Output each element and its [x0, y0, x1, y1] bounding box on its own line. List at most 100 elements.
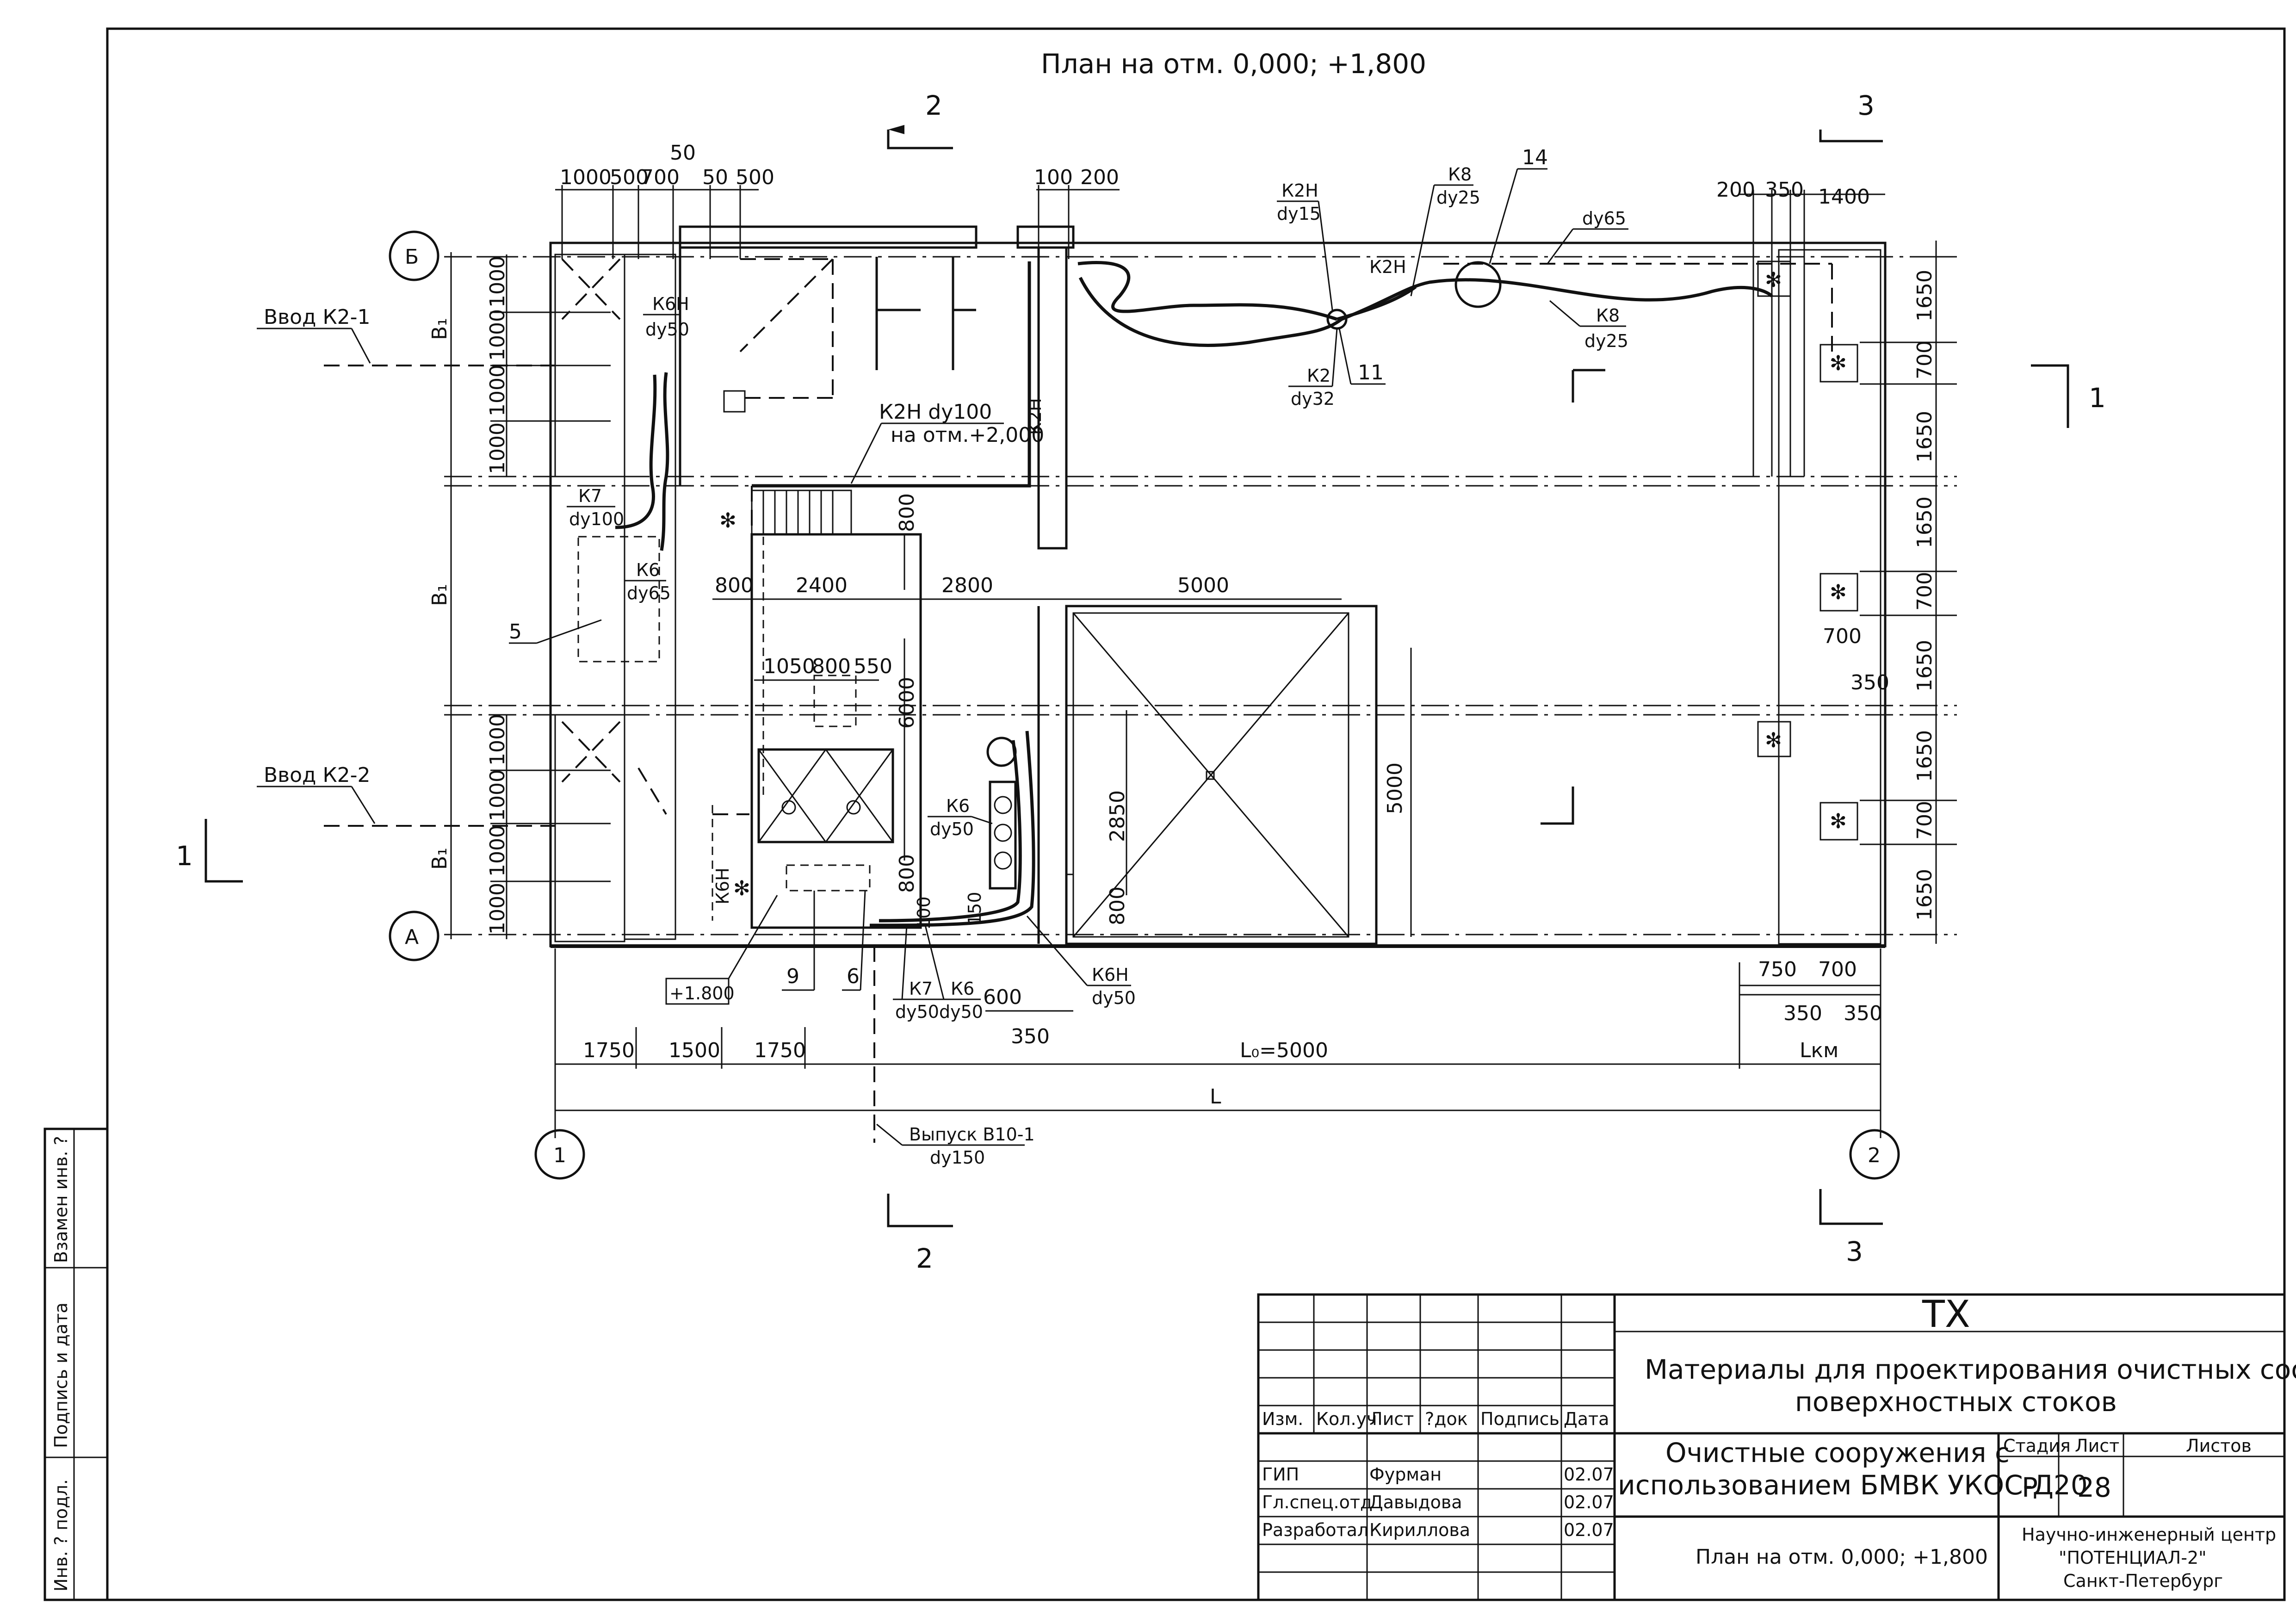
dim-l: L	[1210, 1085, 1221, 1109]
stair-and-pump-room	[712, 489, 922, 929]
label-k8-right: К8	[1596, 305, 1620, 326]
dim-left-b-2: 1000	[486, 309, 509, 361]
label-k2n-mid: К2Н	[1369, 257, 1406, 277]
pipework	[324, 261, 1833, 1143]
grid-label-row-a: А	[405, 925, 419, 949]
dim-l0: L₀=5000	[1240, 1039, 1328, 1062]
tb-org-line2: "ПОТЕНЦИАЛ-2"	[2059, 1548, 2207, 1568]
dim-800c: 800	[812, 655, 851, 678]
dim-1750a: 1750	[583, 1039, 635, 1062]
tb-name-razrab: Кириллова	[1369, 1520, 1470, 1540]
dim-6000: 6000	[895, 677, 919, 729]
dim-top-200: 200	[1080, 166, 1119, 189]
equipment	[986, 261, 1502, 890]
dim-5000a: 5000	[1177, 574, 1229, 597]
label-dy25-right: dy25	[1584, 331, 1628, 351]
dim-700-right: 700	[1823, 625, 1862, 648]
dim-top-200r: 200	[1716, 178, 1755, 202]
label-dy50-top: dy50	[645, 319, 689, 340]
dim-350: 350	[1011, 1025, 1050, 1048]
section-1-left: 1	[176, 840, 193, 872]
tb-date-glspec: 02.07	[1564, 1492, 1614, 1512]
sheet-frame	[106, 27, 2286, 1601]
stamp-inv-podl: Инв. ? подл.	[51, 1479, 71, 1592]
dim-right-1650-5: 1650	[1913, 730, 1937, 782]
tb-role-gip: ГИП	[1262, 1464, 1299, 1485]
callouts: Ввод К2-1 Ввод К2-2 К6Н dy50 К7 dy100 К6…	[257, 146, 1628, 1168]
label-14: 14	[1522, 146, 1548, 169]
tb-header-list: Лист	[1369, 1409, 1414, 1429]
dim-2400: 2400	[796, 574, 848, 597]
dim-right-1650-1: 1650	[1913, 270, 1937, 322]
label-k6n-top: К6Н	[652, 294, 689, 314]
dim-left-b-3: 1000	[486, 365, 509, 416]
label-11: 11	[1358, 361, 1384, 384]
label-dy50-mid: dy50	[930, 819, 974, 839]
dim-left-a-1: 1000	[486, 714, 509, 766]
tb-sheet-name: План на отм. 0,000; +1,800	[1696, 1545, 1988, 1569]
label-k2n-dy100: К2Н dy100	[879, 400, 992, 424]
dimensions-inner: 800 2400 2800 5000 800 1050 800 550 6000…	[712, 493, 1889, 937]
tb-header-kol: Кол.уч	[1316, 1409, 1377, 1429]
dim-750: 750	[1758, 958, 1797, 981]
label-otm-2000: на отм.+2,000	[891, 423, 1044, 447]
label-5: 5	[509, 620, 522, 644]
grate-icon: ✻	[719, 509, 736, 533]
tb-role-razrab: Разработал	[1262, 1520, 1368, 1540]
dim-100: 100	[914, 896, 934, 930]
dim-2850: 2850	[1106, 790, 1129, 842]
upper-room	[723, 257, 976, 413]
label-k8-top: К8	[1448, 164, 1472, 185]
side-stamp: Инв. ? подл. Подпись и дата Взамен инв. …	[43, 1127, 109, 1601]
grid-bubble-row-a	[389, 911, 439, 961]
section-marks: 2 3 1 1 2 3	[176, 90, 2106, 1274]
grid-bubble-row-b	[389, 230, 439, 281]
label-6: 6	[847, 965, 860, 988]
dim-2800: 2800	[941, 574, 993, 597]
grate-icon: ✻	[1765, 268, 1782, 292]
tb-date-gip: 02.07	[1564, 1464, 1614, 1485]
grate-icon: ✻	[1830, 581, 1847, 604]
dim-right-700-2: 700	[1913, 572, 1937, 611]
grid-label-col-1: 1	[553, 1144, 566, 1167]
dim-b1-bot: В₁	[428, 848, 452, 870]
section-2-bottom: 2	[916, 1243, 933, 1274]
dimension-chain-right: 1650 700 1650 1650 700 1650 1650 700 165…	[1860, 241, 1957, 944]
dim-b1-top: В₁	[428, 318, 452, 340]
grate-icon: ✻	[1830, 810, 1847, 833]
tb-object-line2: использованием БМВК УКОС-Д20	[1618, 1469, 2088, 1501]
dim-top-500b: 500	[736, 166, 774, 189]
tb-date-razrab: 02.07	[1564, 1520, 1614, 1540]
section-3-bottom: 3	[1846, 1236, 1863, 1267]
label-k2: К2	[1307, 365, 1331, 386]
axis-lines	[444, 256, 1957, 1138]
dim-left-a-4: 1000	[486, 883, 509, 935]
tb-header-doc: ?док	[1425, 1409, 1468, 1429]
tb-sheet-header: Лист	[2075, 1436, 2119, 1456]
dimension-chain-left: 1000 1000 1000 1000 1000 1000 1000 1000 …	[428, 252, 611, 939]
label-dy32: dy32	[1291, 389, 1335, 409]
tb-role-glspec: Гл.спец.отд	[1262, 1492, 1372, 1512]
dim-left-b-4: 1000	[486, 422, 509, 474]
label-k6-bottom: К6	[951, 979, 974, 999]
grate-icon: ✻	[1765, 729, 1782, 752]
dim-800a: 800	[715, 574, 754, 597]
tb-header-izm: Изм.	[1262, 1409, 1303, 1429]
settling-tank	[1037, 605, 1378, 945]
dim-top-700: 700	[641, 166, 680, 189]
section-1-right: 1	[2089, 382, 2106, 414]
tb-name-glspec: Давыдова	[1369, 1492, 1462, 1512]
grid-bubble-col-1	[534, 1129, 585, 1180]
dim-350a: 350	[1783, 1002, 1822, 1025]
dim-1750b: 1750	[754, 1039, 806, 1062]
label-k6: К6	[636, 560, 660, 580]
dim-800e: 800	[895, 854, 919, 893]
label-dy100: dy100	[569, 509, 624, 529]
grid-label-row-b: Б	[405, 245, 419, 269]
label-dy50-bottom-2: dy50	[939, 1002, 983, 1022]
label-otm-1800: +1.800	[669, 983, 735, 1004]
dim-700: 700	[1818, 958, 1857, 981]
dim-right-1650-3: 1650	[1913, 496, 1937, 548]
tb-header-date: Дата	[1564, 1409, 1609, 1429]
title-block: Изм. Кол.уч Лист ?док Подпись Дата ГИП Ф…	[1257, 1293, 2296, 1601]
